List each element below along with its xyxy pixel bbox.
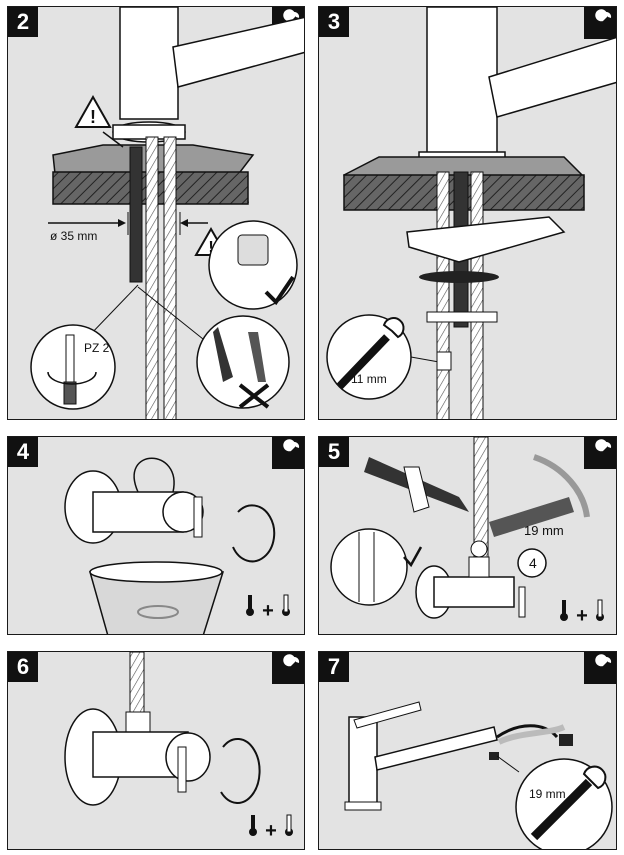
screwdriver-label: PZ 2 xyxy=(84,341,110,355)
step-3-illustration xyxy=(326,7,616,419)
panel-step-4: 4 + xyxy=(7,436,305,635)
wrench-icon xyxy=(584,652,616,684)
wrench-icon xyxy=(584,437,616,469)
step-number: 4 xyxy=(8,437,38,467)
diameter-label: ø 35 mm xyxy=(50,229,98,243)
step-7-illustration xyxy=(344,701,613,849)
cross-icon xyxy=(238,383,270,409)
step-number: 6 xyxy=(8,652,38,682)
part-number-label: 4 xyxy=(529,555,537,571)
svg-text:+: + xyxy=(262,600,274,622)
step-4-illustration: + xyxy=(64,457,290,634)
wrench-icon xyxy=(272,437,304,469)
panel-step-2: 2 ! xyxy=(7,6,305,420)
panel-step-3: 3 11 mm xyxy=(318,6,617,420)
step-number: 3 xyxy=(319,7,349,37)
svg-text:!: ! xyxy=(208,239,213,256)
svg-text:+: + xyxy=(265,820,277,842)
wrench-size-label: 19 mm xyxy=(529,787,566,801)
hot-cold-icon: + xyxy=(249,814,293,842)
check-icon xyxy=(264,275,295,306)
svg-text:!: ! xyxy=(90,107,96,127)
warning-icon: ! xyxy=(74,94,112,128)
wrench-size-label: 19 mm xyxy=(524,523,564,538)
hot-cold-icon: + xyxy=(246,594,290,622)
wrench-icon xyxy=(272,652,304,684)
step-2-illustration: ! ! xyxy=(30,7,304,419)
step-number: 7 xyxy=(319,652,349,682)
svg-text:+: + xyxy=(576,605,588,627)
wrench-size-label: 11 mm xyxy=(351,372,387,386)
panel-step-5: 5 + 19 mm 4 xyxy=(318,436,617,635)
step-5-illustration: + xyxy=(330,437,604,627)
check-icon xyxy=(403,546,423,568)
hot-cold-icon: + xyxy=(560,599,604,627)
step-number: 5 xyxy=(319,437,349,467)
panel-step-7: 7 19 mm xyxy=(318,651,617,850)
step-number: 2 xyxy=(8,7,38,37)
panel-step-6: 6 + xyxy=(7,651,305,850)
wrench-icon xyxy=(584,7,616,39)
step-6-illustration: + xyxy=(64,652,293,842)
